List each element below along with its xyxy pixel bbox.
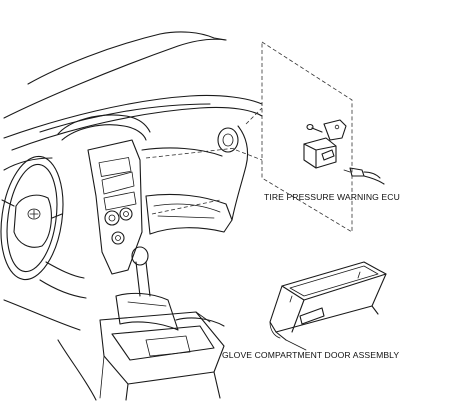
- tire-pressure-ecu-label: TIRE PRESSURE WARNING ECU: [264, 192, 400, 202]
- tire-pressure-ecu-part: [303, 119, 385, 185]
- glove-compartment-door-part: [269, 261, 387, 351]
- leader-line: [195, 311, 211, 323]
- glove-compartment-label: GLOVE COMPARTMENT DOOR ASSEMBLY: [222, 350, 399, 360]
- dashboard-illustration: [0, 31, 263, 401]
- callout-plane: [235, 41, 353, 233]
